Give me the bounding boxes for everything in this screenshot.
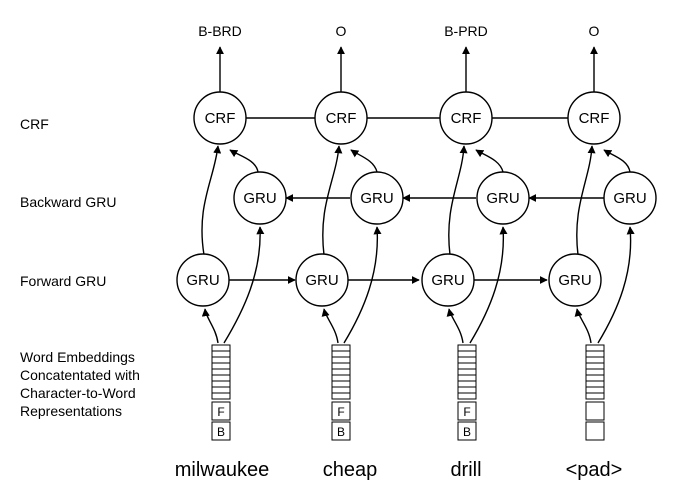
column-milwaukee: B-BRD CRF GRU GRU F B milwaukee xyxy=(175,23,287,481)
embedding-to-backward-arrow xyxy=(597,226,635,344)
output-tag: O xyxy=(589,23,600,39)
backward-gru-node xyxy=(603,171,657,225)
char-cell-backward xyxy=(457,421,477,441)
char-cell-forward-label: F xyxy=(217,405,224,419)
embedding-vector: F B xyxy=(331,344,351,441)
crf-node xyxy=(439,91,493,145)
char-cell-backward xyxy=(211,421,231,441)
forward-gru-node-label: GRU xyxy=(558,272,591,289)
crf-node-label: CRF xyxy=(205,110,236,127)
word-label: cheap xyxy=(323,459,378,481)
crf-node-label: CRF xyxy=(326,110,357,127)
char-cell-backward xyxy=(331,421,351,441)
forward-to-crf-arrow xyxy=(201,145,222,256)
backward-gru-node-label: GRU xyxy=(360,190,393,207)
embedding-vector: F B xyxy=(211,344,231,441)
row-label-crf: CRF xyxy=(20,116,49,132)
char-cell-backward xyxy=(585,421,605,441)
forward-gru-node xyxy=(295,253,349,307)
backward-gru-node-label: GRU xyxy=(486,190,519,207)
output-tag: O xyxy=(336,23,347,39)
backward-gru-node xyxy=(233,171,287,225)
backward-gru-node-label: GRU xyxy=(613,190,646,207)
row-label-embeddings-line-3: Character-to-Word xyxy=(20,385,136,401)
char-cell-forward xyxy=(457,401,477,421)
backward-gru-node xyxy=(350,171,404,225)
forward-to-crf-arrow xyxy=(576,145,596,256)
char-cell-forward xyxy=(331,401,351,421)
forward-gru-node-label: GRU xyxy=(186,272,219,289)
char-cell-forward xyxy=(585,401,605,421)
embedding-vector xyxy=(585,344,605,441)
backward-to-crf-arrow xyxy=(229,149,259,173)
embedding-vector: F B xyxy=(457,344,477,441)
forward-to-crf-arrow xyxy=(322,145,343,256)
column-pad: O CRF GRU GRU <pad> xyxy=(548,23,657,481)
output-tag: B-PRD xyxy=(444,23,488,39)
forward-gru-node xyxy=(548,253,602,307)
word-label: <pad> xyxy=(566,459,623,481)
backward-to-crf-arrow xyxy=(350,149,378,173)
char-cell-backward-label: B xyxy=(463,425,471,439)
output-tag: B-BRD xyxy=(198,23,242,39)
crf-node-label: CRF xyxy=(451,110,482,127)
char-cell-forward xyxy=(211,401,231,421)
embedding-to-forward-arrow xyxy=(201,308,219,344)
embedding-to-forward-arrow xyxy=(321,308,339,344)
row-label-embeddings-line-2: Concatentated with xyxy=(20,367,140,383)
forward-gru-node xyxy=(176,253,230,307)
row-label-forward-gru: Forward GRU xyxy=(20,273,106,289)
forward-gru-node-label: GRU xyxy=(431,272,464,289)
backward-to-crf-arrow xyxy=(475,149,504,173)
forward-gru-node-label: GRU xyxy=(305,272,338,289)
embedding-to-backward-arrow xyxy=(469,226,508,344)
word-label: drill xyxy=(450,459,481,481)
row-label-embeddings-line-1: Word Embeddings xyxy=(20,349,135,365)
backward-gru-node-label: GRU xyxy=(243,190,276,207)
char-cell-backward-label: B xyxy=(217,425,225,439)
crf-node xyxy=(314,91,368,145)
column-cheap: O CRF GRU GRU F B cheap xyxy=(295,23,404,481)
embedding-to-forward-arrow xyxy=(446,308,464,344)
char-cell-forward-label: F xyxy=(463,405,470,419)
forward-gru-node xyxy=(421,253,475,307)
forward-to-crf-arrow xyxy=(448,145,468,256)
column-drill: B-PRD CRF GRU GRU F B drill xyxy=(421,23,530,481)
char-cell-backward-label: B xyxy=(337,425,345,439)
backward-to-crf-arrow xyxy=(603,149,631,173)
char-cell-forward-label: F xyxy=(337,405,344,419)
embedding-to-backward-arrow xyxy=(343,226,382,344)
word-label: milwaukee xyxy=(175,459,269,481)
row-label-backward-gru: Backward GRU xyxy=(20,194,116,210)
embedding-to-forward-arrow xyxy=(574,308,592,344)
backward-gru-node xyxy=(476,171,530,225)
crf-node xyxy=(193,91,247,145)
crf-node xyxy=(567,91,621,145)
crf-node-label: CRF xyxy=(579,110,610,127)
embedding-to-backward-arrow xyxy=(223,226,265,344)
row-label-embeddings-line-4: Representations xyxy=(20,403,122,419)
